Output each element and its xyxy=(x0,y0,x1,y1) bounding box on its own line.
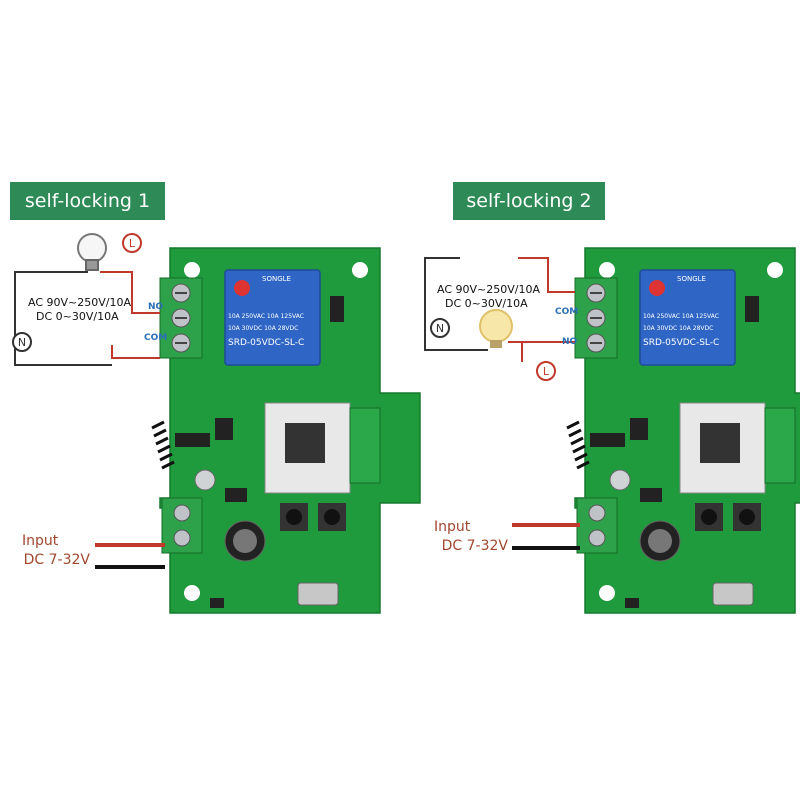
input-wires xyxy=(95,523,580,569)
dc-line-1: DC 0~30V/10A xyxy=(36,310,119,323)
relay-model-2: SRD-05VDC-SL-C xyxy=(643,338,719,348)
relay-brand-2: SONGLE xyxy=(677,275,706,283)
ac-line-1: AC 90V~250V/10A xyxy=(28,296,131,309)
dc-line-2: DC 0~30V/10A xyxy=(445,297,528,310)
pcb-board-2 xyxy=(565,246,800,615)
relay-rating-1a: 10A 250VAC 10A 125VAC xyxy=(228,313,304,320)
neutral-symbol-2: N xyxy=(436,322,444,335)
panel-1-title: self-locking 1 xyxy=(10,182,165,220)
panel-2-title: self-locking 2 xyxy=(453,182,605,220)
wiring-panel-1 xyxy=(12,233,160,366)
neutral-symbol-1: N xyxy=(18,336,26,349)
ac-rating-1: AC 90V~250V/10A DC 0~30V/10A xyxy=(28,296,131,324)
input-voltage-1: DC 7-32V xyxy=(23,552,90,568)
input-title-2: Input xyxy=(434,519,471,535)
relay-rating-1b: 10A 30VDC 10A 28VDC xyxy=(228,325,298,332)
terminal-label-2-top: COM xyxy=(555,307,579,317)
relay-brand-1: SONGLE xyxy=(262,275,291,283)
terminal-label-1-bottom: COM xyxy=(144,333,168,343)
pcb-board-1 xyxy=(150,246,422,615)
ac-line-2: AC 90V~250V/10A xyxy=(437,283,540,296)
input-label-1: Input DC 7-32V xyxy=(20,532,90,570)
relay-model-1: SRD-05VDC-SL-C xyxy=(228,338,304,348)
ac-rating-2: AC 90V~250V/10A DC 0~30V/10A xyxy=(437,283,540,311)
input-label-2: Input DC 7-32V xyxy=(420,518,508,556)
live-symbol-2: L xyxy=(543,365,550,378)
relay-rating-2a: 10A 250VAC 10A 125VAC xyxy=(643,313,719,320)
terminal-label-2-bottom: NO xyxy=(562,337,578,347)
terminal-label-1-top: NO xyxy=(148,302,164,312)
input-title-1: Input xyxy=(22,533,59,549)
input-voltage-2: DC 7-32V xyxy=(441,538,508,554)
live-symbol-1: L xyxy=(129,237,136,250)
wiring-panel-2 xyxy=(424,257,575,381)
relay-rating-2b: 10A 30VDC 10A 28VDC xyxy=(643,325,713,332)
